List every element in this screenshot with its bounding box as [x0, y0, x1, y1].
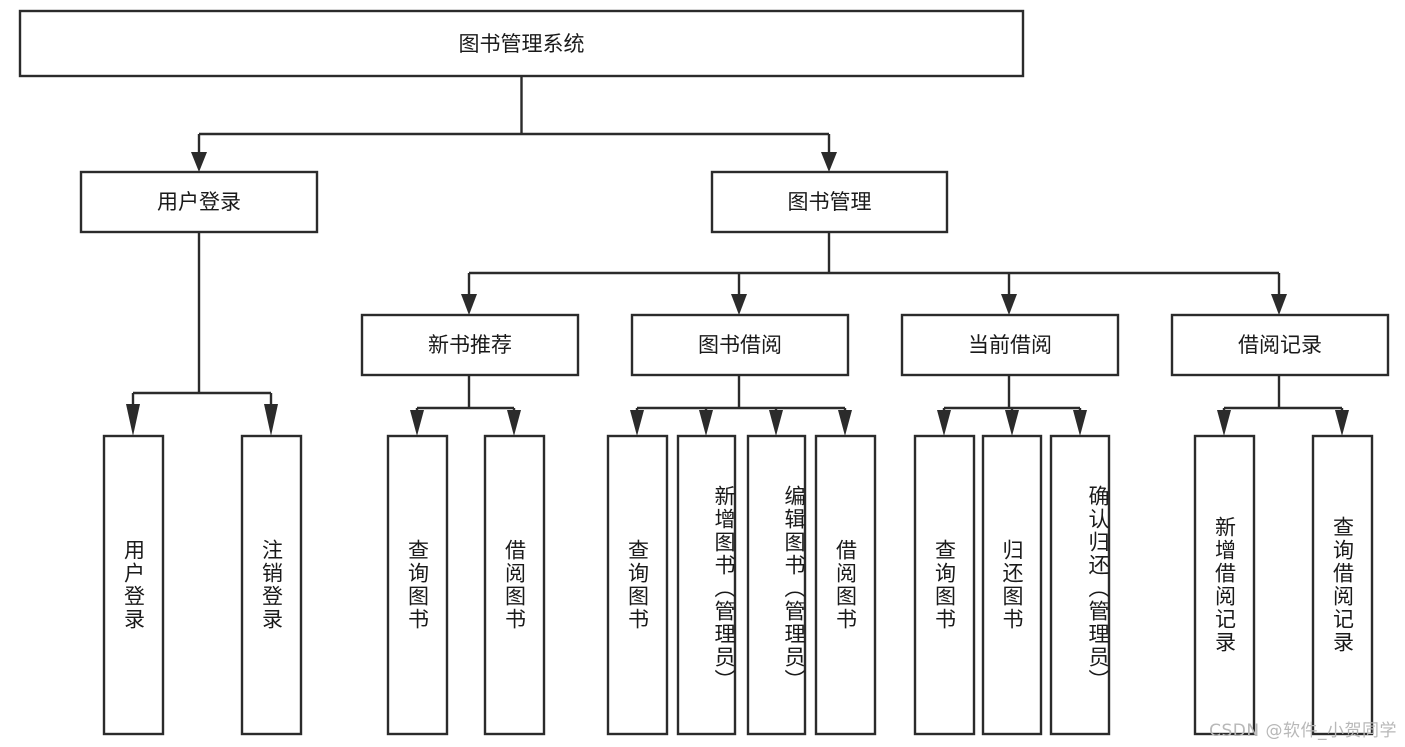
node-box-borrow-record[interactable]	[1170, 313, 1390, 377]
leaf-box-13[interactable]	[1311, 434, 1374, 736]
leaf-box-9[interactable]	[913, 434, 976, 736]
arrow-leaf-5	[630, 410, 644, 436]
node-box-book-borrow[interactable]	[630, 313, 850, 377]
leaf-box-3[interactable]	[386, 434, 449, 736]
node-label-book-borrow: 图书借阅	[698, 333, 782, 357]
leaf-box-10[interactable]	[981, 434, 1043, 736]
leaf-box-1[interactable]	[102, 434, 165, 736]
watermark-text: CSDN @软件_小贺同学	[1209, 721, 1397, 741]
leaf-box-5[interactable]	[606, 434, 669, 736]
arrow-leaf-6	[699, 410, 713, 436]
arrow-leaf-2	[264, 404, 278, 436]
leaf-box-2[interactable]	[240, 434, 303, 736]
node-label-borrow-record: 借阅记录	[1238, 333, 1322, 357]
leaf-box-6[interactable]	[676, 434, 737, 736]
arrow-to-current	[1001, 294, 1017, 315]
node-layer: 图书管理系统 用户登录 图书管理 新书推荐 图书借阅 当前借阅 借阅记录	[18, 9, 1390, 736]
node-label-root: 图书管理系统	[459, 32, 585, 56]
arrow-leaf-13	[1335, 410, 1349, 436]
arrow-to-user-login	[191, 152, 207, 172]
arrow-leaf-8	[838, 410, 852, 436]
arrow-leaf-1	[126, 404, 140, 436]
arrow-leaf-3	[410, 410, 424, 436]
node-box-new-book-recommend[interactable]	[360, 313, 580, 377]
node-label-new-book-recommend: 新书推荐	[428, 333, 512, 357]
node-label-current-borrow: 当前借阅	[968, 333, 1052, 357]
arrow-leaf-10	[1005, 410, 1019, 436]
node-label-user-login: 用户登录	[157, 190, 241, 214]
arrow-leaf-4	[507, 410, 521, 436]
connector-layer	[126, 76, 1349, 436]
node-box-book-manage[interactable]	[710, 170, 949, 234]
arrow-leaf-7	[769, 410, 783, 436]
arrow-to-record	[1271, 294, 1287, 315]
leaf-box-8[interactable]	[814, 434, 877, 736]
leaf-box-12[interactable]	[1193, 434, 1256, 736]
node-box-user-login[interactable]	[79, 170, 319, 234]
arrow-leaf-12	[1217, 410, 1231, 436]
node-box-current-borrow[interactable]	[900, 313, 1120, 377]
leaf-box-4[interactable]	[483, 434, 546, 736]
node-label-book-manage: 图书管理	[788, 190, 872, 214]
node-box-root[interactable]	[18, 9, 1025, 78]
arrow-leaf-11	[1073, 410, 1087, 436]
arrow-leaf-9	[937, 410, 951, 436]
leaf-box-11[interactable]	[1049, 434, 1111, 736]
leaf-box-7[interactable]	[746, 434, 807, 736]
arrow-to-newbook	[461, 294, 477, 315]
arrow-to-borrow	[731, 294, 747, 315]
arrow-to-book-manage	[821, 152, 837, 172]
